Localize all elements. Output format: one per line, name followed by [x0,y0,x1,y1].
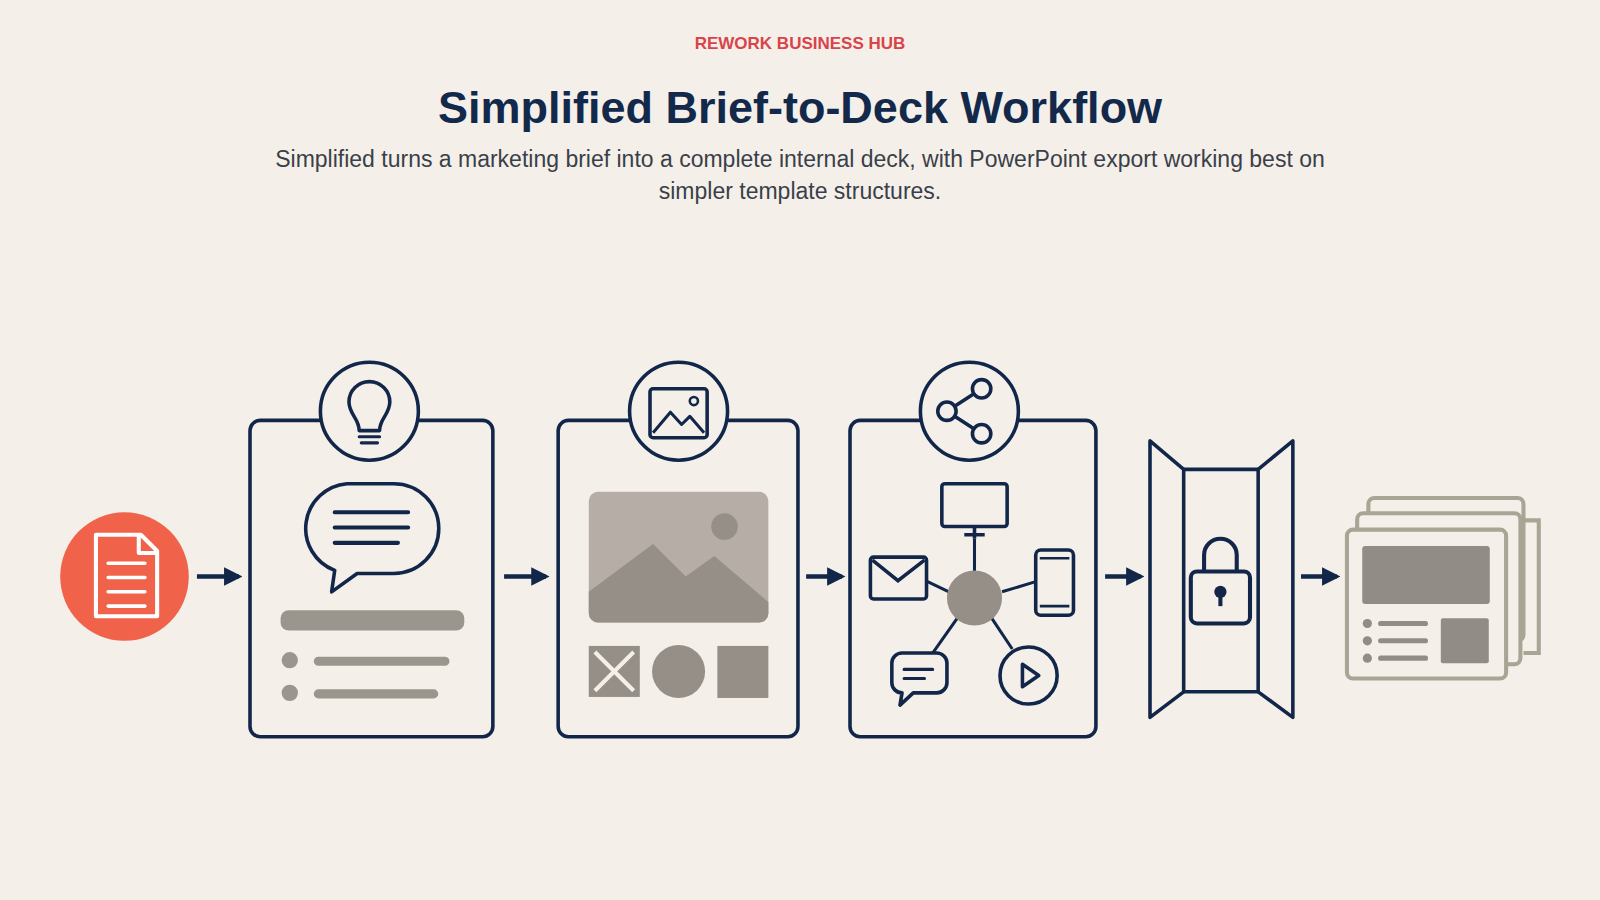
flow-arrow [806,574,842,579]
picture-mountains [589,544,769,623]
monitor-symbol [942,484,1007,527]
share-dot [972,380,990,398]
share-card [850,362,1096,736]
image-sun [690,397,698,405]
image-symbol [650,389,707,438]
slide-front [1347,530,1506,679]
shape-circle [652,645,705,698]
shape-square [717,646,768,698]
card-frame [250,420,493,736]
chat-symbol [892,653,947,705]
bullet-dot [282,652,298,668]
share-dot [938,402,956,420]
gate-panel [1150,441,1184,718]
card-badge [630,362,728,460]
hub-circle [947,570,1002,625]
lock-body [1191,571,1250,623]
keyhole-slot [1218,596,1222,606]
slide-banner [1362,546,1490,604]
picture-sun [711,513,738,540]
heading-bar [281,610,465,630]
slide-lines [1381,623,1426,658]
phone-bars [1040,558,1070,606]
card-badge [920,362,1018,460]
document-lines [108,563,145,606]
phone-symbol [1036,550,1074,615]
idea-card [250,362,493,736]
deck-stack [1347,498,1539,679]
picture-placeholder [589,492,769,623]
envelope-flap [872,560,924,580]
slide-bullet [1363,654,1372,663]
image-mountain [653,412,704,432]
envelope-symbol [870,557,926,599]
page-title: Simplified Brief-to-Deck Workflow [200,80,1400,136]
bullet-lines [318,661,445,694]
bullet-dot [282,685,298,701]
page-caption: Simplified turns a marketing brief into … [240,143,1360,207]
visual-card [558,362,798,736]
shape-cross [595,652,634,691]
slide-edge [1523,520,1538,653]
flow-arrow [197,574,239,579]
card-frame [850,420,1096,736]
document-outline [96,535,157,617]
brand-label: REWORK BUSINESS HUB [400,33,1200,55]
share-dot [972,424,990,442]
lock-shackle [1204,539,1237,572]
play-triangle [1022,664,1038,686]
flow-arrow [1301,574,1337,579]
hub-spokes [928,539,1036,653]
lock-gate [1150,441,1293,718]
monitor-stand [964,527,984,539]
brief-circle [60,512,189,641]
shape-square [589,646,640,697]
flow-arrow [504,574,546,579]
bubble-lines [335,512,408,543]
document-fold [139,535,157,553]
gate-frame [1184,469,1258,691]
brief-icon [60,512,189,641]
speech-bubble [306,484,439,592]
slide-bullet [1363,619,1372,628]
slide-bullet [1363,636,1372,645]
play-symbol [1000,647,1057,704]
slide-image [1441,618,1489,663]
flow-arrow [1105,574,1141,579]
lightbulb-base [359,437,379,443]
lightbulb-symbol [349,382,390,431]
card-frame [558,420,798,736]
gate-panel [1258,441,1293,718]
card-badge [320,362,418,460]
chat-lines [904,669,933,678]
